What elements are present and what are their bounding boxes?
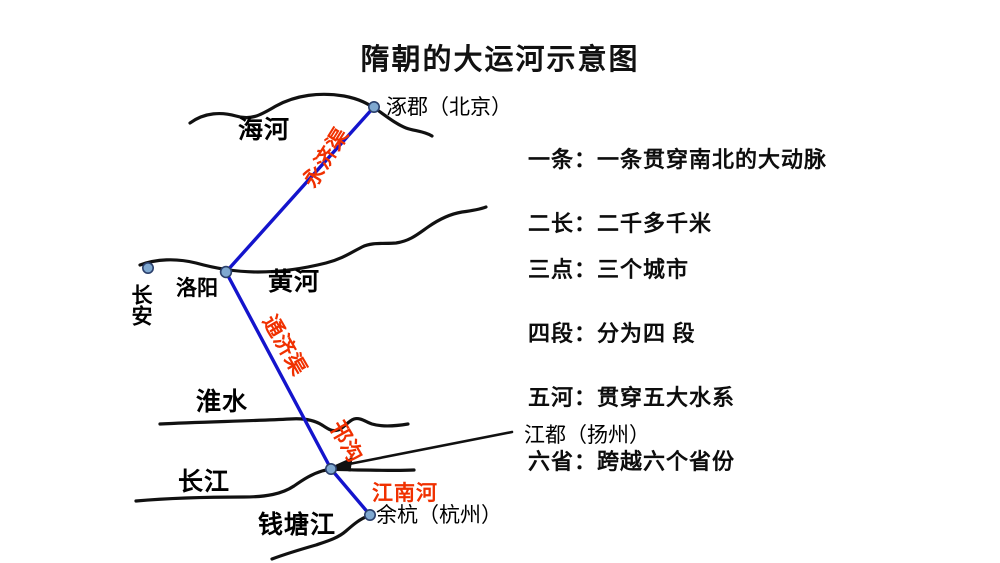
city-label-yuhang[interactable]: 余杭（杭州） (376, 503, 502, 527)
fact-value: 分为四 段 (597, 321, 696, 346)
river-changjiang-path (134, 467, 416, 503)
river-label-huanghe: 黄河 (268, 269, 321, 296)
river-huaishui-path (158, 416, 410, 433)
river-huanghe-path (138, 205, 488, 274)
river-label-haihe: 海河 (238, 117, 291, 144)
river-label-changjiang: 长江 (178, 469, 231, 496)
fact-item: 六省：跨越六个省份 (528, 444, 948, 476)
node-yuhang[interactable] (363, 508, 376, 521)
fact-item: 五河：贯穿五大水系 (528, 380, 948, 412)
fact-value: 三个城市 (597, 257, 690, 282)
river-qiantangjiang-path (270, 514, 370, 561)
grand-canal-line (224, 105, 376, 517)
fact-item: 三点：三个城市 (528, 252, 948, 284)
canal-polyline[interactable] (224, 105, 376, 517)
canal-label-jiangnanhe[interactable]: 江南河 (372, 481, 438, 505)
river-label-qiantangjiang: 钱塘江 (258, 512, 337, 539)
fact-key: 三点： (528, 257, 598, 282)
fact-key: 六省： (528, 449, 598, 474)
river-outlines (134, 92, 488, 561)
jiangdu-pointer-arrow (330, 430, 514, 472)
river-haihe-path (188, 92, 434, 138)
node-luoyang[interactable] (219, 265, 233, 279)
fact-item: 四段：分为四 段 (528, 316, 948, 348)
fact-key: 四段： (528, 321, 598, 346)
city-node-markers (142, 101, 380, 521)
fact-value: 一条贯穿南北的大动脉 (597, 147, 828, 172)
river-label-huaishui: 淮水 (196, 389, 249, 416)
fact-key: 二长： (528, 211, 598, 236)
fact-key: 五河： (528, 385, 598, 410)
node-changan[interactable] (142, 261, 155, 274)
node-zhuojun[interactable] (367, 101, 380, 114)
city-label-changan[interactable]: 长安 (129, 284, 153, 326)
node-jiangdu[interactable] (324, 462, 337, 475)
page-title: 隋朝的大运河示意图 (360, 44, 640, 76)
fact-value: 跨越六个省份 (597, 449, 736, 474)
city-label-zhuojun[interactable]: 涿郡（北京） (386, 95, 512, 119)
city-label-jiangdu[interactable]: 江都（扬州） (524, 423, 650, 447)
fact-value: 贯穿五大水系 (597, 385, 736, 410)
facts-list: 一条：一条贯穿南北的大动脉 二长：二千多千米 三点：三个城市 四段：分为四 段 … (528, 142, 948, 476)
city-label-luoyang[interactable]: 洛阳 (176, 276, 218, 300)
fact-value: 二千多千米 (597, 211, 713, 236)
fact-item: 二长：二千多千米 (528, 206, 948, 238)
fact-key: 一条： (528, 147, 598, 172)
fact-item: 一条：一条贯穿南北的大动脉 (528, 142, 948, 174)
